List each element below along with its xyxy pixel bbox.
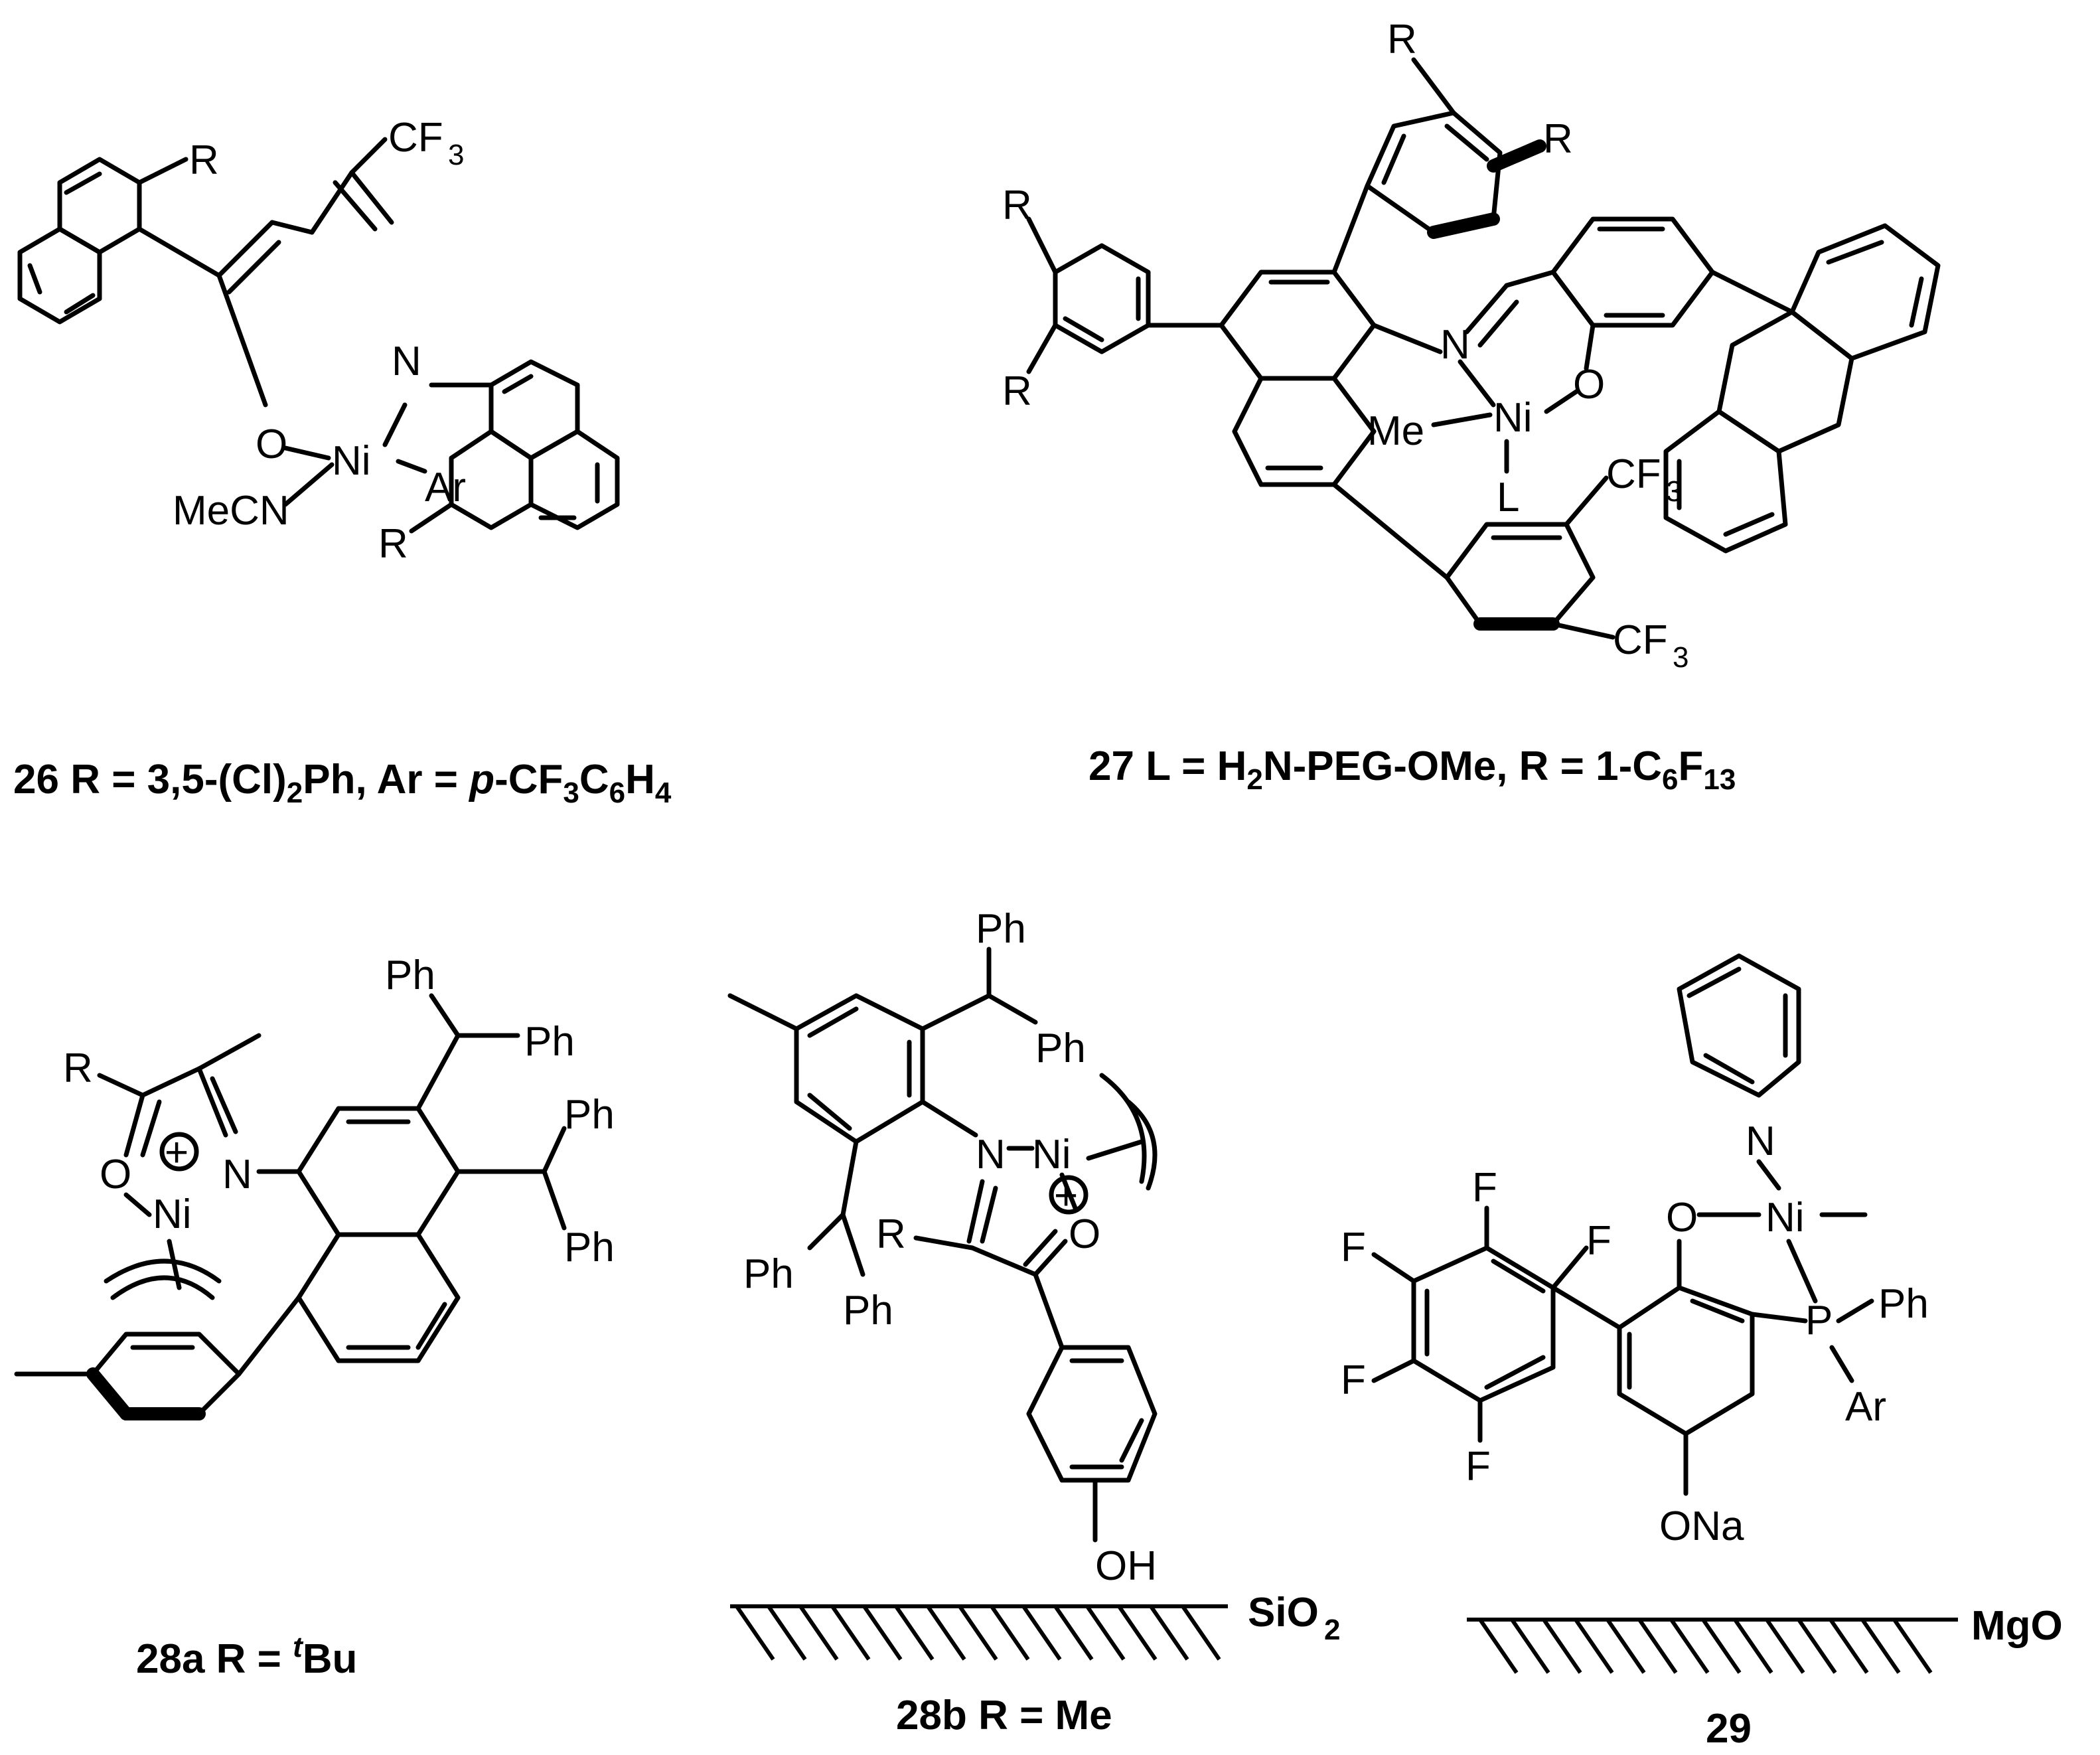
- l-label: L: [1497, 475, 1519, 520]
- surface-hatch-line: [926, 1605, 966, 1661]
- o-label-28a: O: [100, 1152, 131, 1197]
- n-label-28b: N: [976, 1132, 1006, 1178]
- caption-26: 26 R = 3,5-(Cl)2Ph, Ar = p-CF3C6H4: [13, 757, 672, 809]
- ph-label-1: Ph: [385, 953, 435, 998]
- r-label-27a: R: [1002, 183, 1032, 228]
- ona-label: ONa: [1659, 1503, 1744, 1549]
- n-label: N: [392, 339, 421, 384]
- caption-28a: 28a R = tBu: [136, 1631, 357, 1682]
- surface-hatch-line: [894, 1605, 935, 1661]
- compound-28b: Ph Ph Ph Ph N Ni + O R OH: [727, 906, 1158, 1589]
- surface-hatch-line: [1829, 1618, 1869, 1674]
- surface-hatch-line: [1117, 1605, 1158, 1661]
- r-label-28b: R: [876, 1211, 906, 1257]
- surface-hatch-line: [1021, 1605, 1062, 1661]
- o-label-27: O: [1573, 362, 1605, 408]
- o-label-28b: O: [1069, 1211, 1100, 1257]
- r-label-27d: R: [1543, 116, 1573, 162]
- r-label-2: R: [378, 521, 408, 567]
- f-label-3: F: [1586, 1218, 1612, 1264]
- surface-hatch-line: [735, 1605, 775, 1661]
- r-label-27b: R: [1002, 368, 1032, 414]
- cf3-sub-27b: 3: [1673, 641, 1688, 674]
- surface-hatch-line: [862, 1605, 903, 1661]
- silica-label: SiO: [1248, 1590, 1319, 1636]
- surface-hatch-line: [990, 1605, 1030, 1661]
- caption-29: 29: [1706, 1706, 1752, 1752]
- compound-27: R R R R N O Ni Me L: [1002, 17, 1941, 674]
- f-label-5: F: [1465, 1444, 1491, 1489]
- surface-hatch-line: [1637, 1618, 1678, 1674]
- compound-28a: R O N + Ni Ph Ph Ph Ph: [14, 953, 615, 1420]
- ph-label-9: Ph: [1878, 1281, 1929, 1327]
- surface-hatch-line: [1542, 1618, 1582, 1674]
- surface-hatch-line: [1733, 1618, 1773, 1674]
- ph-label-2: Ph: [524, 1019, 575, 1065]
- surface-hatch-line: [1606, 1618, 1646, 1674]
- surface-hatch-line: [1478, 1618, 1519, 1674]
- magnesia-surface: MgO: [1467, 1603, 2063, 1674]
- cf3-label-27b: CF: [1613, 617, 1668, 663]
- cf3-sub: 3: [448, 139, 464, 171]
- ph-label-4: Ph: [564, 1225, 615, 1270]
- n-label-28a: N: [222, 1152, 252, 1197]
- oh-label: OH: [1095, 1543, 1157, 1589]
- magnesia-label: MgO: [1971, 1603, 2063, 1649]
- cf3-label-27a: CF: [1606, 451, 1661, 497]
- ph-label-3: Ph: [564, 1092, 615, 1138]
- surface-hatch-line: [798, 1605, 839, 1661]
- ar-label: Ar: [425, 465, 466, 510]
- surface-hatch-line: [1797, 1618, 1837, 1674]
- compound-29: N Ni O P Ph Ar ONa F F F F F: [1341, 953, 1929, 1549]
- ni-label-29: Ni: [1765, 1195, 1805, 1241]
- ph-label-7: Ph: [743, 1251, 794, 1297]
- f-label-1: F: [1472, 1165, 1497, 1211]
- f-label-4: F: [1341, 1357, 1366, 1403]
- ni-label-27: Ni: [1493, 395, 1533, 441]
- surface-hatch-line: [1149, 1605, 1189, 1661]
- o-label-29: O: [1666, 1195, 1698, 1241]
- ni-label-28a: Ni: [153, 1191, 192, 1237]
- silica-sub: 2: [1324, 1614, 1340, 1646]
- surface-hatch-line: [1765, 1618, 1805, 1674]
- ni-label: Ni: [332, 438, 371, 484]
- surface-hatch-line: [1669, 1618, 1710, 1674]
- ph-label-5: Ph: [976, 906, 1026, 952]
- o-label: O: [256, 421, 287, 467]
- surface-hatch-line: [1510, 1618, 1550, 1674]
- n-label-29: N: [1746, 1118, 1775, 1164]
- surface-hatch-line: [767, 1605, 807, 1661]
- compound-26: R CF 3 N O Ni Ar MeCN R: [17, 115, 620, 567]
- plus-28a: +: [165, 1130, 188, 1176]
- ph-label-8: Ph: [843, 1288, 893, 1334]
- surface-hatch-line: [1085, 1605, 1126, 1661]
- surface-hatch-line: [1574, 1618, 1614, 1674]
- cf3-sub-27a: 3: [1666, 475, 1682, 508]
- cf3-label: CF: [388, 115, 443, 161]
- silica-surface: SiO 2: [730, 1590, 1340, 1661]
- surface-hatch-line: [1701, 1618, 1742, 1674]
- n-label-27: N: [1440, 322, 1470, 368]
- surface-hatch-line: [1053, 1605, 1094, 1661]
- mecn-label: MeCN: [173, 488, 289, 534]
- surface-hatch-line: [830, 1605, 871, 1661]
- caption-28b: 28b R = Me: [896, 1693, 1112, 1738]
- r-label: R: [189, 137, 219, 183]
- f-label-2: F: [1341, 1225, 1366, 1270]
- me-label-27: Me: [1367, 408, 1424, 454]
- caption-27: 27 L = H2N-PEG-OMe, R = 1-C6F13: [1088, 743, 1736, 796]
- surface-hatch-line: [1860, 1618, 1901, 1674]
- surface-hatch-line: [1892, 1618, 1933, 1674]
- surface-hatch-line: [958, 1605, 998, 1661]
- r-label-27c: R: [1387, 17, 1417, 62]
- ph-label-6: Ph: [1035, 1026, 1086, 1071]
- p-label: P: [1805, 1298, 1833, 1343]
- r-label-28a: R: [63, 1045, 93, 1091]
- ni-label-28b: Ni: [1032, 1132, 1071, 1178]
- surface-hatch-line: [1181, 1605, 1221, 1661]
- ar-label-29: Ar: [1845, 1384, 1886, 1430]
